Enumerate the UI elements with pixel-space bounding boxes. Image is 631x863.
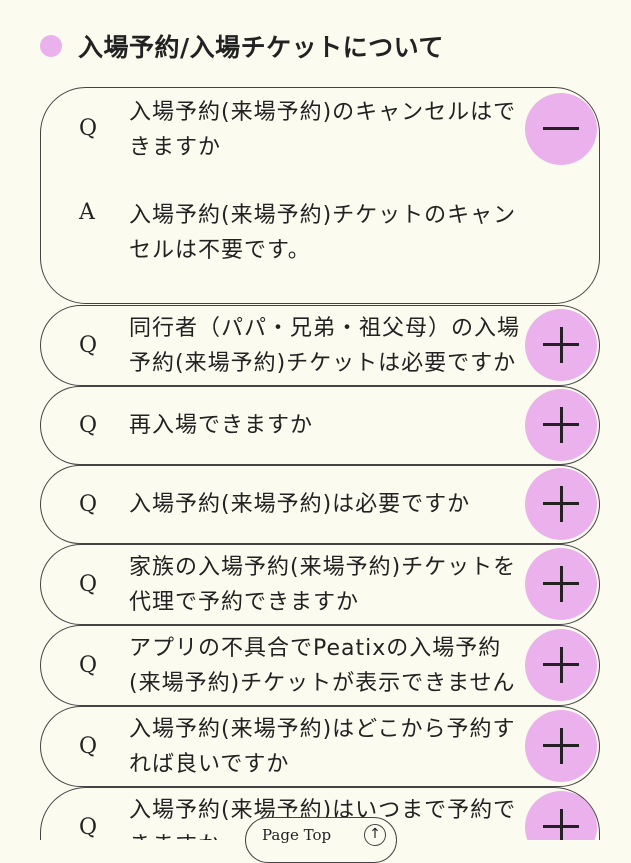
page-top-button[interactable]: Page Top ↑ [245, 817, 397, 863]
faq-item[interactable]: Q 入場予約(来場予約)はどこから予約すれば良いですか [40, 706, 600, 787]
question-marker: Q [79, 492, 98, 517]
minus-icon [543, 127, 579, 130]
faq-item[interactable]: Q 同行者（パパ・兄弟・祖父母）の入場予約(来場予約)チケットは必要ですか [40, 305, 600, 386]
page-top-label: Page Top [262, 826, 332, 844]
section-header: 入場予約/入場チケットについて [40, 30, 444, 62]
question-marker: Q [79, 116, 98, 141]
bullet-dot-icon [40, 35, 62, 57]
question-marker: Q [79, 333, 98, 358]
faq-item[interactable]: Q アプリの不具合でPeatixの入場予約(来場予約)チケットが表示できません [40, 625, 600, 706]
question-marker: Q [79, 653, 98, 678]
faq-question[interactable]: 入場予約(来場予約)のキャンセルはできますか [129, 100, 517, 160]
faq-question[interactable]: 入場予約(来場予約)はどこから予約すれば良いですか [129, 717, 516, 777]
faq-question[interactable]: アプリの不具合でPeatixの入場予約(来場予約)チケットが表示できません [129, 636, 516, 696]
faq-item[interactable]: Q 再入場できますか [40, 386, 600, 465]
question-marker: Q [79, 572, 98, 597]
faq-item[interactable]: Q 家族の入場予約(来場予約)チケットを代理で予約できますか [40, 544, 600, 625]
faq-question[interactable]: 再入場できますか [129, 413, 314, 438]
faq-item[interactable]: Q 入場予約(来場予約)は必要ですか [40, 465, 600, 544]
faq-answer: 入場予約(来場予約)チケットのキャンセルは不要です。 [129, 203, 517, 263]
faq-question[interactable]: 入場予約(来場予約)は必要ですか [129, 492, 471, 517]
faq-toggle-button[interactable] [525, 548, 597, 620]
answer-marker: A [79, 200, 95, 225]
faq-item: Q 入場予約(来場予約)のキャンセルはできますか A 入場予約(来場予約)チケッ… [40, 87, 600, 304]
question-marker: Q [79, 413, 98, 438]
faq-toggle-button[interactable] [525, 309, 597, 381]
section-title: 入場予約/入場チケットについて [78, 33, 444, 62]
faq-toggle-button[interactable] [525, 468, 597, 540]
faq-toggle-button[interactable] [525, 389, 597, 461]
faq-toggle-button[interactable] [525, 93, 597, 165]
faq-question[interactable]: 家族の入場予約(来場予約)チケットを代理で予約できますか [129, 555, 517, 615]
faq-item[interactable]: Q 入場予約(来場予約)はいつまで予約できますか [40, 787, 600, 840]
question-marker: Q [79, 815, 98, 840]
faq-toggle-button[interactable] [525, 710, 597, 782]
question-marker: Q [79, 734, 98, 759]
arrow-up-icon: ↑ [364, 824, 386, 846]
faq-toggle-button[interactable] [525, 791, 597, 840]
faq-question[interactable]: 同行者（パパ・兄弟・祖父母）の入場予約(来場予約)チケットは必要ですか [129, 316, 521, 376]
faq-toggle-button[interactable] [525, 629, 597, 701]
